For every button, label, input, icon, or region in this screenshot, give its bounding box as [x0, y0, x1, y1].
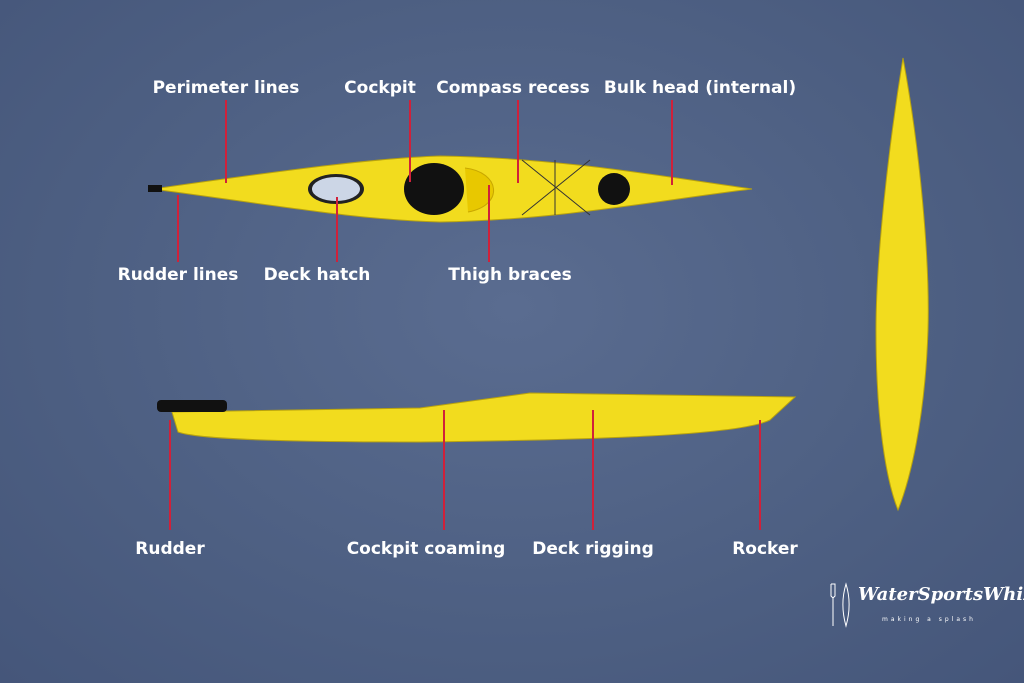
- label-thigh-braces: Thigh braces: [448, 265, 572, 285]
- pointer-lines: [169, 100, 761, 530]
- label-rudder: Rudder: [135, 539, 205, 559]
- kayak-side-view: [157, 392, 797, 443]
- label-cockpit-coaming: Cockpit coaming: [346, 539, 506, 559]
- label-compass-recess: Compass recess: [436, 78, 590, 98]
- label-deck-rigging: Deck rigging: [532, 539, 654, 559]
- kayak-top-view: [148, 155, 753, 223]
- label-rudder-lines: Rudder lines: [117, 265, 239, 285]
- label-bulk-head: Bulk head (internal): [603, 78, 797, 98]
- label-deck-hatch: Deck hatch: [263, 265, 371, 285]
- kayak-bottom-view: [875, 57, 929, 512]
- logo-tagline: making a splash: [882, 616, 976, 623]
- paddle-kayak-icon: [830, 582, 850, 628]
- label-perimeter-lines: Perimeter lines: [152, 78, 300, 98]
- label-rocker: Rocker: [732, 539, 798, 559]
- logo: WaterSportsWhiz making a splash: [826, 582, 1024, 632]
- logo-name: WaterSportsWhiz: [858, 584, 1024, 605]
- label-cockpit: Cockpit: [344, 78, 416, 98]
